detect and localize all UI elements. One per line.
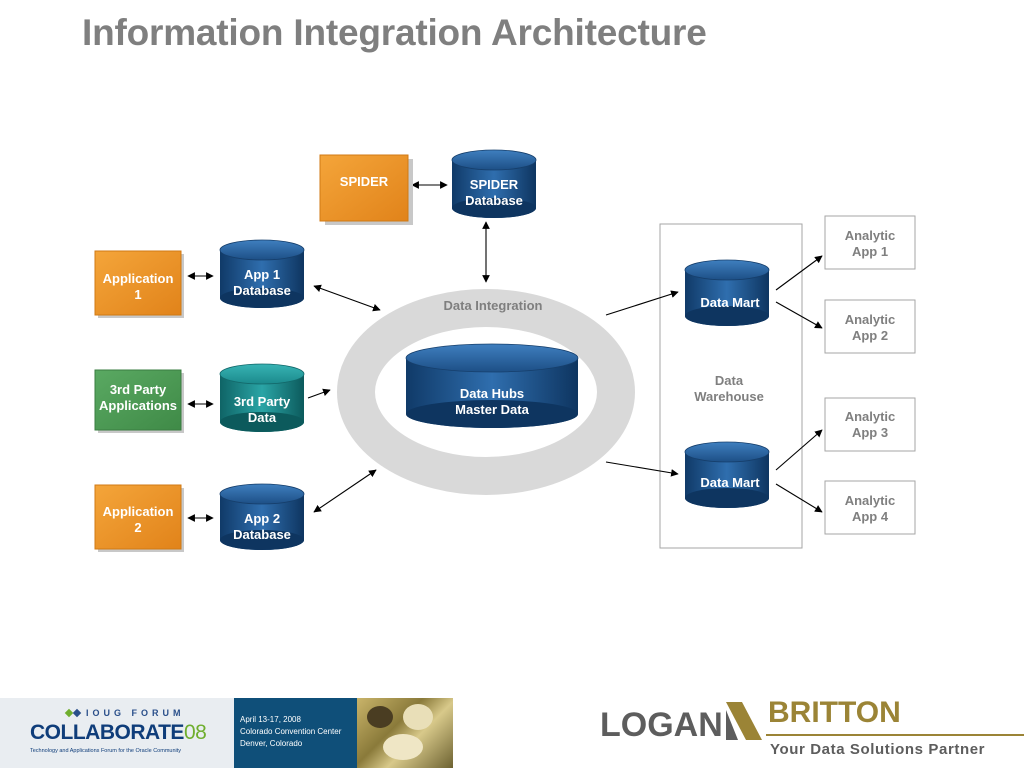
analytic-app2-line1: Analytic xyxy=(845,312,896,327)
event-venue: Colorado Convention Center xyxy=(240,727,342,736)
spider-db-line2: Database xyxy=(465,193,523,208)
slide-title: Information Integration Architecture xyxy=(82,12,707,53)
analytic-app4-line1: Analytic xyxy=(845,493,896,508)
analytic-app3-line2: App 3 xyxy=(852,425,888,440)
third-party-data-to-integration-arrow xyxy=(307,388,331,399)
data-hubs-cylinder: Data Hubs Master Data xyxy=(405,343,579,428)
mart1-to-analytic2-arrow xyxy=(775,301,823,329)
application2-box: Application 2 xyxy=(94,484,184,552)
diamond-icon xyxy=(72,708,82,718)
event-info: April 13-17, 2008 Colorado Convention Ce… xyxy=(240,714,341,750)
app1-db-line2: Database xyxy=(233,283,291,298)
mart2-to-analytic3-arrow xyxy=(775,429,823,471)
integration-to-data-mart1-arrow xyxy=(605,290,679,316)
integration-to-data-mart2-arrow xyxy=(605,461,679,477)
app2-database-cylinder: App 2 Database xyxy=(219,483,305,550)
analytic-app1-line2: App 1 xyxy=(852,244,888,259)
data-warehouse-line2: Warehouse xyxy=(694,389,764,404)
collaborate-tagline: Technology and Applications Forum for th… xyxy=(30,748,182,754)
application2-line1: Application xyxy=(103,504,174,519)
logo-logan-text: LOGAN xyxy=(600,706,723,744)
analytic-app1-line1: Analytic xyxy=(845,228,896,243)
data-mart1-cylinder: Data Mart xyxy=(684,259,770,326)
logan-britton-mark-icon xyxy=(726,702,762,740)
third-party-data-line2: Data xyxy=(248,410,277,425)
logo-rule xyxy=(766,734,1024,736)
event-photo xyxy=(357,698,453,768)
logo-britton-text: BRITTON xyxy=(768,696,901,729)
architecture-diagram: Data Integration Data Warehouse SPIDER S… xyxy=(94,149,916,552)
data-mart2-cylinder: Data Mart xyxy=(684,441,770,508)
data-integration-ring xyxy=(337,289,635,495)
analytic-app4-box: Analytic App 4 xyxy=(824,480,916,535)
ioug-forum-label: IOUG FORUM xyxy=(86,708,185,718)
data-hubs-line1: Data Hubs xyxy=(460,386,524,401)
third-party-apps-line2: Applications xyxy=(99,398,177,413)
connectors xyxy=(187,181,823,522)
application1-line1: Application xyxy=(103,271,174,286)
collaborate-banner: IOUG FORUM COLLABORATE08 Technology and … xyxy=(0,698,453,768)
analytic-app4-line2: App 4 xyxy=(852,509,889,524)
logo-tagline: Your Data Solutions Partner xyxy=(770,741,986,758)
data-warehouse-line1: Data xyxy=(715,373,744,388)
mart1-to-analytic1-arrow xyxy=(775,255,823,291)
event-city: Denver, Colorado xyxy=(240,739,303,748)
third-party-data-line1: 3rd Party xyxy=(234,394,291,409)
spider-label: SPIDER xyxy=(340,174,389,189)
collaborate-year: 08 xyxy=(183,721,207,744)
third-party-data-cylinder: 3rd Party Data xyxy=(219,363,305,432)
app2-db-to-integration-arrow xyxy=(313,469,377,513)
data-mart1-label: Data Mart xyxy=(700,295,760,310)
event-dates: April 13-17, 2008 xyxy=(240,715,301,724)
application1-box: Application 1 xyxy=(94,250,184,318)
app1-db-line1: App 1 xyxy=(244,267,280,282)
app2-db-line1: App 2 xyxy=(244,511,280,526)
spider-db-line1: SPIDER xyxy=(470,177,519,192)
collaborate-text: COLLABORATE xyxy=(30,721,184,744)
third-party-applications-box: 3rd Party Applications xyxy=(94,369,184,433)
collaborate-logo: IOUG FORUM COLLABORATE08 Technology and … xyxy=(0,698,234,768)
analytic-app2-line2: App 2 xyxy=(852,328,888,343)
analytic-app2-box: Analytic App 2 xyxy=(824,299,916,354)
analytic-app3-line1: Analytic xyxy=(845,409,896,424)
spider-box: SPIDER xyxy=(319,154,413,225)
application2-line2: 2 xyxy=(134,520,141,535)
spider-database-cylinder: SPIDER Database xyxy=(451,149,537,218)
analytic-app3-box: Analytic App 3 xyxy=(824,397,916,452)
third-party-apps-line1: 3rd Party xyxy=(110,382,167,397)
data-hubs-line2: Master Data xyxy=(455,402,529,417)
app2-db-line2: Database xyxy=(233,527,291,542)
data-integration-label: Data Integration xyxy=(444,298,543,313)
analytic-app1-box: Analytic App 1 xyxy=(824,215,916,270)
collaborate-wordmark: COLLABORATE08 xyxy=(30,721,207,745)
application1-line2: 1 xyxy=(134,287,141,302)
mart2-to-analytic4-arrow xyxy=(775,483,823,513)
data-mart2-label: Data Mart xyxy=(700,475,760,490)
app1-database-cylinder: App 1 Database xyxy=(219,239,305,308)
app1-db-to-integration-arrow xyxy=(313,284,381,312)
